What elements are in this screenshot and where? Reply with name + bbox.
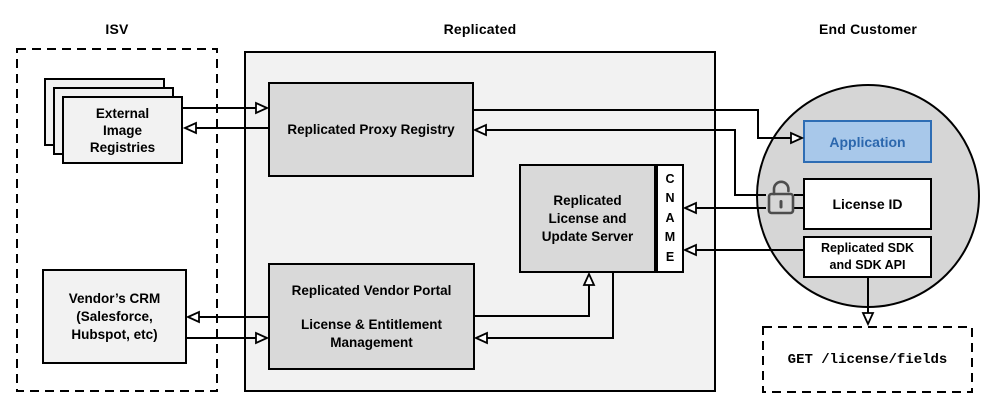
external-image-registries-node: External Image Registries (62, 96, 183, 164)
vendor-crm-node: Vendor’s CRM (Salesforce, Hubspot, etc) (42, 269, 187, 364)
arrowhead-into-registries (182, 121, 197, 135)
cname-letter: N (665, 191, 675, 206)
vendor-portal-title: Replicated Vendor Portal (291, 282, 452, 298)
get-license-fields-node: GET /license/fields (763, 327, 972, 392)
section-label-isv: ISV (105, 21, 129, 37)
cname-letter: M (664, 230, 676, 245)
license-id-label: License ID (832, 196, 903, 212)
cname-letter: E (665, 249, 675, 264)
arrowhead-into-get-box (861, 312, 875, 327)
replicated-sdk-label: Replicated SDK and SDK API (820, 241, 915, 272)
cname-letter: C (665, 171, 675, 186)
license-update-server-node: Replicated License and Update Server (519, 164, 656, 273)
get-license-fields-label: GET /license/fields (787, 351, 948, 368)
license-id-node: License ID (803, 178, 932, 230)
proxy-registry-node: Replicated Proxy Registry (268, 82, 474, 177)
license-update-server-label: Replicated License and Update Server (541, 192, 634, 244)
cname-letter: A (665, 210, 675, 225)
application-node: Application (803, 120, 932, 163)
cname-node: C N A M E (656, 164, 684, 273)
application-label: Application (829, 133, 906, 150)
arrowhead-into-crm (185, 310, 200, 324)
section-label-end-customer: End Customer (818, 21, 918, 37)
vendor-crm-label: Vendor’s CRM (Salesforce, Hubspot, etc) (68, 290, 161, 342)
external-image-registries-label: External Image Registries (89, 105, 156, 155)
proxy-registry-label: Replicated Proxy Registry (287, 121, 455, 137)
vendor-portal-subtitle: License & Entitlement Management (300, 316, 443, 350)
replicated-sdk-node: Replicated SDK and SDK API (803, 236, 932, 278)
vendor-portal-node: Replicated Vendor Portal License & Entit… (268, 263, 475, 370)
section-label-replicated: Replicated (443, 21, 517, 37)
